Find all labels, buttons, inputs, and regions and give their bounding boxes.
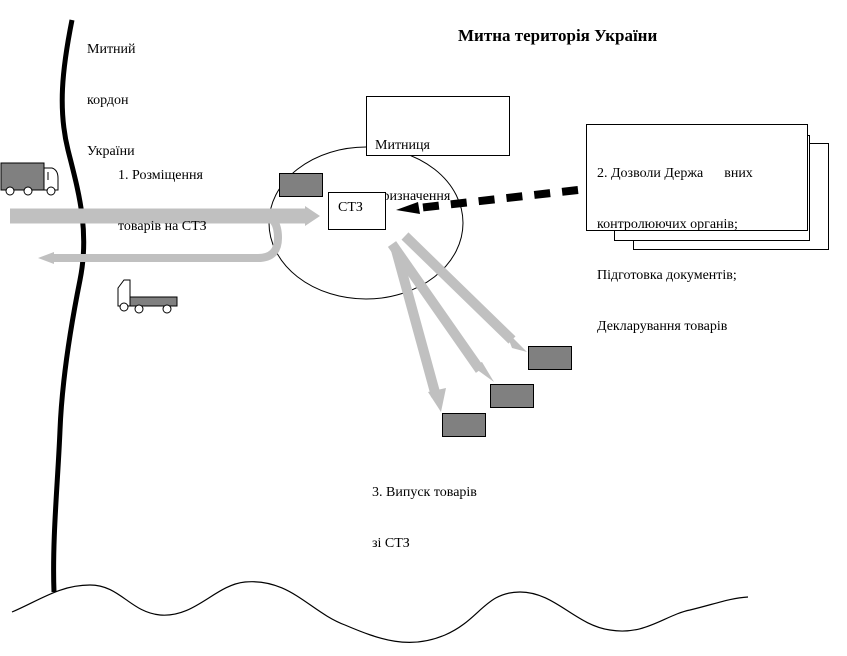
step2-label-line: Підготовка документів; — [597, 268, 737, 283]
step3-label-line: зі СТЗ — [372, 536, 410, 551]
stz-label: СТЗ — [338, 200, 363, 215]
cargo-box-icon — [490, 384, 534, 408]
cargo-box-icon — [279, 173, 323, 197]
step1-label: 1. Розміщення товарів на СТЗ — [118, 133, 207, 269]
cargo-box-icon — [528, 346, 572, 370]
customs-office-line: призначення — [375, 189, 451, 204]
step1-label-line: 1. Розміщення — [118, 168, 203, 183]
border-label-line: кордон — [87, 93, 129, 108]
release-arrow-1 — [401, 232, 527, 352]
step3-label: 3. Випуск товарів зі СТЗ — [372, 450, 477, 586]
step2-label: 2. Дозволи Держа вних контролюючих орган… — [597, 131, 807, 369]
truck-icon-arriving — [0, 162, 59, 196]
diagram-title: Митна територія України — [458, 26, 658, 45]
stz-box: СТЗ — [328, 192, 386, 230]
return-arrow — [38, 212, 283, 264]
customs-border-line — [51, 19, 87, 593]
step2-label-line: Декларування товарів — [597, 319, 728, 334]
step3-label-line: 3. Випуск товарів — [372, 485, 477, 500]
border-label-line: України — [87, 144, 135, 159]
documents-box: 2. Дозволи Держа вних контролюючих орган… — [586, 124, 808, 334]
release-arrow-3 — [391, 248, 446, 412]
step2-label-line: 2. Дозволи Держа вних — [597, 166, 753, 181]
truck-icon-departing — [117, 279, 178, 314]
customs-office-line: Митниця — [375, 138, 430, 153]
border-label: Митний кордон України — [87, 7, 136, 194]
wavy-boundary-line — [11, 581, 749, 644]
release-arrow-2 — [387, 241, 494, 382]
step1-label-line: товарів на СТЗ — [118, 219, 207, 234]
documents-to-stz-arrow — [396, 186, 579, 214]
border-label-line: Митний — [87, 42, 136, 57]
cargo-box-icon — [442, 413, 486, 437]
customs-office-box: Митниця призначення — [366, 96, 510, 204]
step2-label-line: контролюючих органів; — [597, 217, 738, 232]
customs-office-label: Митниця призначення — [375, 103, 509, 239]
